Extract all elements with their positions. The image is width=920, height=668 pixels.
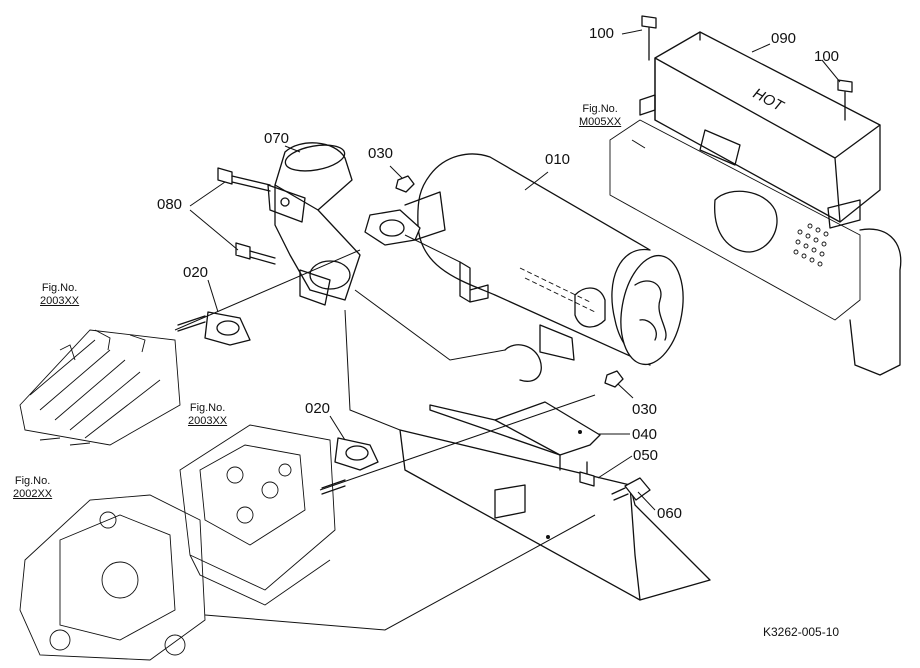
label-030-lower: 030 [632, 401, 658, 418]
figref-2003-left: Fig.No. 2003XX [40, 282, 79, 307]
figref-number: 2003XX [188, 414, 228, 427]
figref-caption: Fig.No. [582, 103, 618, 115]
figref-caption: Fig.No. [189, 402, 226, 414]
muffler-bracket [399, 401, 711, 601]
figref-caption: Fig.No. [14, 475, 51, 487]
leader-lines [174, 29, 841, 631]
drawing-code: K3262-005-10 [763, 625, 840, 639]
figref-m005: Fig.No. M005XX [579, 103, 621, 128]
fitting-060 [611, 477, 651, 501]
bolt-100-left [641, 15, 657, 61]
label-080: 080 [157, 196, 183, 213]
label-070: 070 [264, 130, 290, 147]
nut-030-lower [604, 370, 624, 388]
crankcase [19, 494, 206, 661]
cover-bracket-phantom [609, 119, 902, 376]
bolt-080-upper [217, 167, 271, 192]
label-040: 040 [632, 426, 658, 443]
studs [177, 315, 346, 495]
label-100-right: 100 [814, 48, 840, 65]
figref-number: 2003XX [40, 294, 80, 307]
bolt-080-lower [235, 242, 276, 265]
label-090: 090 [771, 30, 797, 47]
figref-number: 2002XX [13, 487, 53, 500]
label-010: 010 [545, 151, 571, 168]
bolt-050 [579, 461, 595, 487]
label-020-upper: 020 [183, 264, 209, 281]
figref-caption: Fig.No. [41, 282, 78, 294]
label-050: 050 [633, 447, 659, 464]
figref-2003-right: Fig.No. 2003XX [188, 402, 227, 427]
cylinder-head-left [19, 329, 181, 446]
label-020-lower: 020 [305, 400, 331, 417]
bolt-100-right [837, 79, 853, 121]
exhaust-elbow [267, 142, 361, 306]
label-100-left: 100 [589, 25, 615, 42]
gasket-upper [204, 311, 251, 346]
muffler [364, 153, 684, 382]
nut-030-upper [395, 175, 415, 193]
gasket-lower [334, 437, 379, 471]
figref-number: M005XX [579, 115, 622, 128]
cylinder-head-right [179, 424, 336, 606]
label-030-upper: 030 [368, 145, 394, 162]
figref-2002: Fig.No. 2002XX [13, 475, 52, 500]
label-060: 060 [657, 505, 683, 522]
heat-shield-cover: HOT [639, 31, 881, 267]
